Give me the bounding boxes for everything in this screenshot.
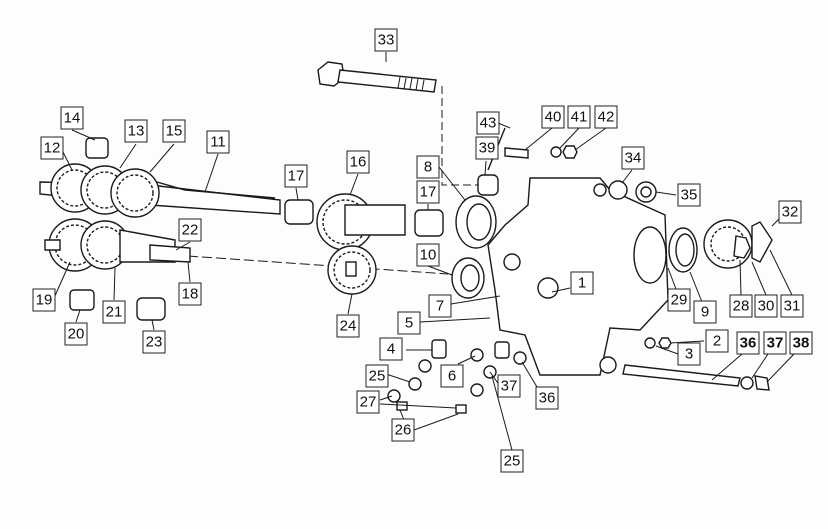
- leader-lines: [53, 52, 795, 451]
- output-parts: [608, 180, 773, 391]
- fasteners: [387, 339, 527, 414]
- assembly-line: [187, 255, 449, 275]
- callout-label: 7: [428, 294, 452, 318]
- callout-label: 11: [206, 130, 230, 154]
- callout-label: 32: [778, 200, 802, 224]
- callout-label: 19: [32, 288, 56, 312]
- callout-label: 17: [416, 180, 440, 204]
- callout-label: 41: [567, 105, 591, 129]
- callout-label: 31: [780, 294, 804, 318]
- callout-label: 16: [346, 150, 370, 174]
- callout-label: 14: [60, 106, 84, 130]
- callout-label: 42: [594, 105, 618, 129]
- long-bolt: [317, 61, 437, 93]
- bushings: [69, 137, 444, 321]
- callout-label: 22: [178, 218, 202, 242]
- callout-label: 9: [693, 300, 717, 324]
- callout-label: 10: [416, 243, 440, 267]
- callout-label: 40: [541, 105, 565, 129]
- callout-label: 8: [416, 155, 440, 179]
- callout-label: 38: [789, 331, 813, 355]
- callout-label: 21: [102, 300, 126, 324]
- callout-label: 2: [705, 329, 729, 353]
- callout-label: 6: [440, 364, 464, 388]
- callout-label: 24: [336, 314, 360, 338]
- callout-label: 5: [397, 311, 421, 335]
- callout-label: 1: [570, 271, 594, 295]
- assembly-line: [441, 86, 486, 186]
- callout-label: 4: [379, 337, 403, 361]
- callout-label: 39: [475, 136, 499, 160]
- callout-label: 25: [500, 449, 524, 473]
- callout-label: 13: [124, 119, 148, 143]
- callout-label: 18: [178, 282, 202, 306]
- bearings: [451, 195, 497, 299]
- gear-16-24: [316, 193, 406, 295]
- callout-label: 37: [763, 331, 787, 355]
- callout-label: 26: [391, 418, 415, 442]
- callout-label: 43: [476, 111, 500, 135]
- callout-label: 34: [621, 146, 645, 170]
- callout-label: 36: [736, 331, 760, 355]
- gear-cluster: [44, 163, 191, 272]
- callout-label: 17: [284, 164, 308, 188]
- callout-label: 20: [64, 322, 88, 346]
- callout-label: 23: [142, 330, 166, 354]
- callout-label: 27: [356, 390, 380, 414]
- callout-label: 3: [677, 342, 701, 366]
- callout-label: 36: [535, 386, 559, 410]
- callout-label: 37: [497, 374, 521, 398]
- callout-label: 35: [677, 183, 701, 207]
- callout-label: 29: [667, 288, 691, 312]
- callout-label: 12: [40, 136, 64, 160]
- callout-label: 30: [754, 294, 778, 318]
- callout-label: 33: [374, 28, 398, 52]
- callout-label: 25: [365, 364, 389, 388]
- callout-label: 28: [729, 294, 753, 318]
- callout-label: 15: [162, 119, 186, 143]
